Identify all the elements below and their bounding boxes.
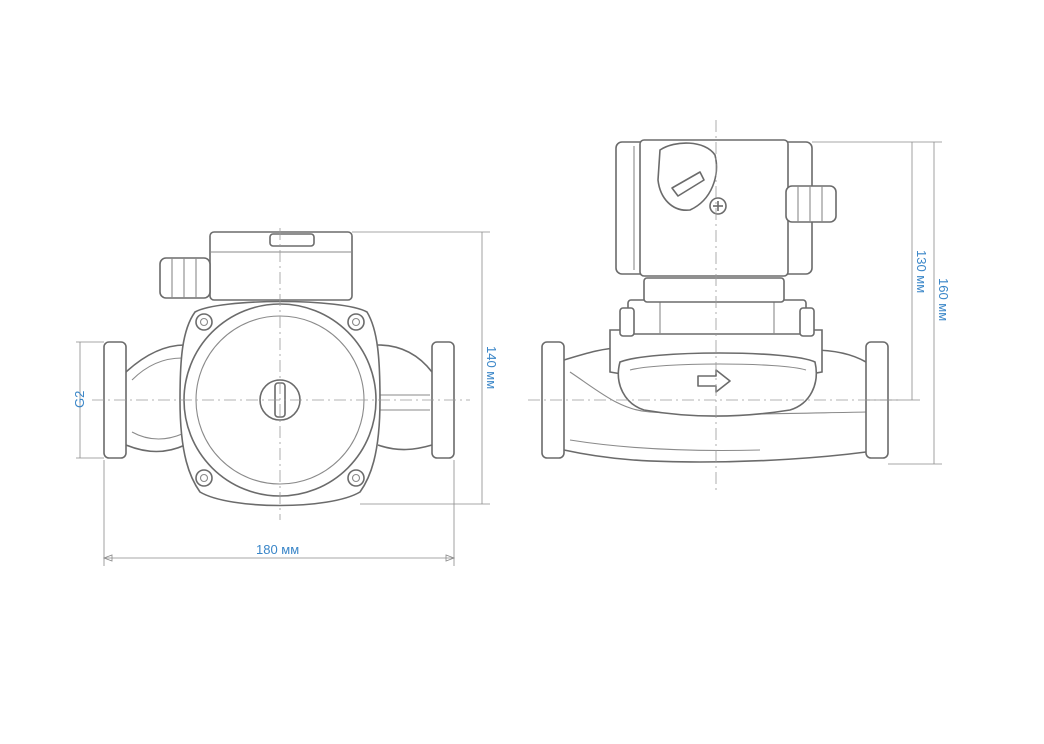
front-height-dimension-label: 140 мм xyxy=(484,346,499,389)
front-dimensions xyxy=(76,231,490,566)
side-dimensions xyxy=(812,141,942,465)
side-height-130-label: 130 мм xyxy=(914,250,929,293)
cable-gland xyxy=(159,257,211,299)
side-height-160-label: 160 мм xyxy=(936,278,951,321)
thread-size-label: G2 xyxy=(72,391,87,408)
side-cable-gland xyxy=(785,185,837,223)
side-view xyxy=(528,120,900,490)
speed-selector-knob-icon xyxy=(657,142,718,211)
flow-direction-arrow-icon xyxy=(697,369,731,393)
width-dimension-label: 180 мм xyxy=(256,542,299,557)
front-view xyxy=(92,228,470,520)
